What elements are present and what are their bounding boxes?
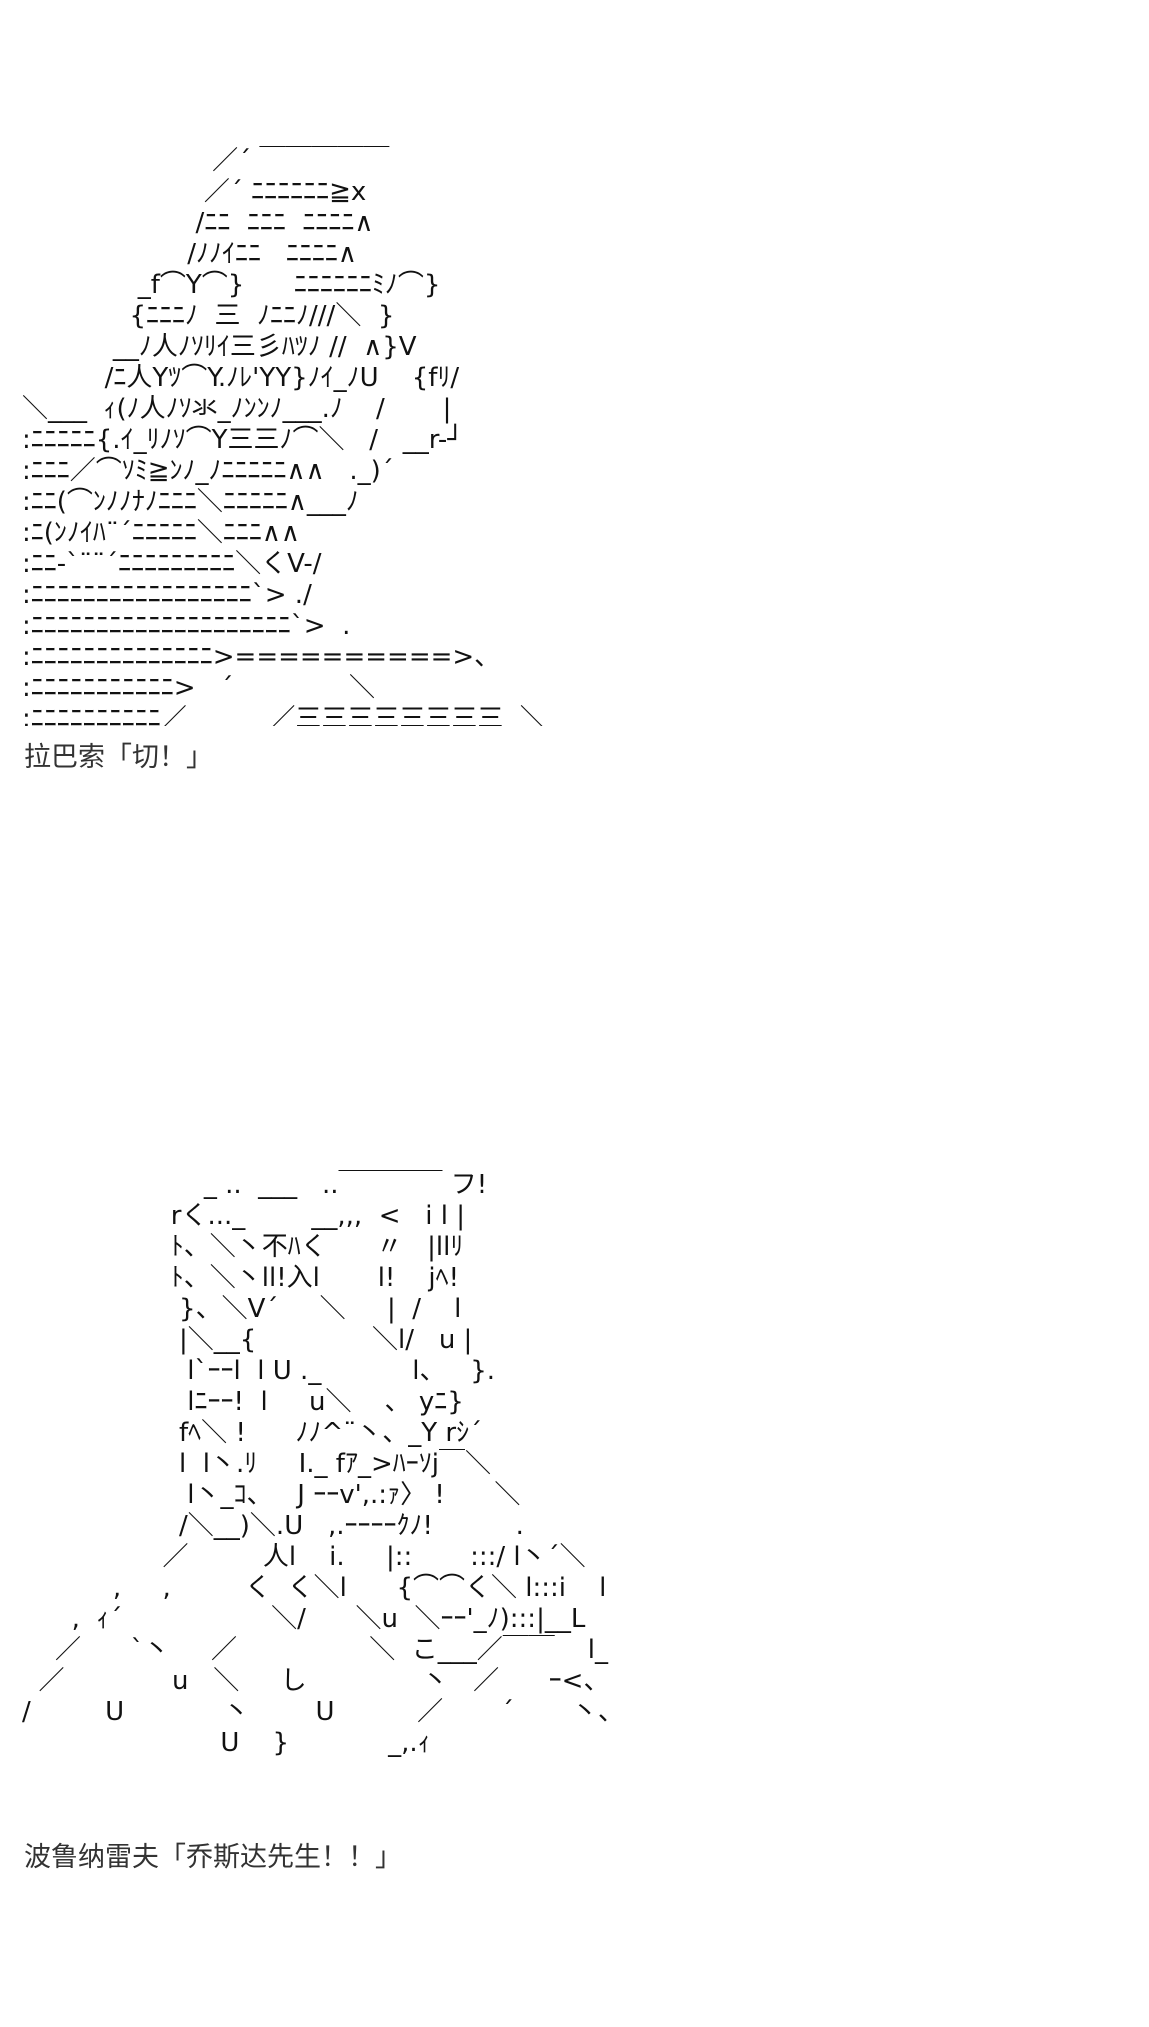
ascii-art-block-1: ／´ ￣￣￣￣￣ ／´ ﾆﾆﾆﾆﾆﾆ≧x /ﾆﾆ ﾆﾆﾆ ﾆﾆﾆﾆ∧ /ﾉﾉｲﾆ… — [22, 146, 546, 726]
caption-line-1: 拉巴索「切！」 — [24, 742, 213, 773]
ascii-art-block-2: _ .. ___ ..￣￣￣￣ フ! rく..._ __,,, < i l | … — [22, 1170, 624, 1758]
caption-line-2: 波鲁纳雷夫「乔斯达先生！！」 — [24, 1842, 402, 1873]
